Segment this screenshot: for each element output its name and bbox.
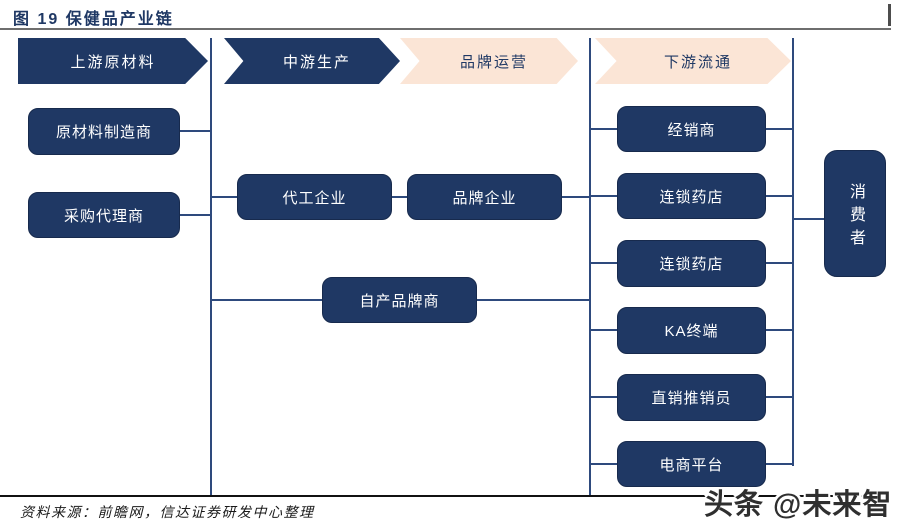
source-attribution: 资料来源：前瞻网，信达证券研发中心整理 [20,506,315,521]
node-brand-enterprise: 品牌企业 [407,174,562,220]
node-oem-enterprise: 代工企业 [237,174,392,220]
connector-ka-to-spine [765,329,793,331]
connector-spine-to-ecommerce [590,463,618,465]
connector-directsales-to-spine [765,396,793,398]
node-direct-sales-promoter: 直销推销员 [617,374,766,421]
connector-spine-to-consumer [793,218,824,220]
connector-spine-to-oem [211,196,238,198]
connector-proc-to-spine [180,214,211,216]
connector-spine-to-pharmacy2 [590,262,618,264]
title-underline [0,28,891,30]
connector-spine-to-ka [590,329,618,331]
connector-distributor-to-spine [765,128,793,130]
connector-spine-to-pharmacy1 [590,195,618,197]
node-self-produced-brand: 自产品牌商 [322,277,477,323]
stage-arrow-upstream: 上游原材料 [18,38,208,84]
node-chain-pharmacy-1: 连锁药店 [617,173,766,219]
page-edge-tick [888,4,891,26]
stage-arrow-midstream-production: 中游生产 [224,38,400,84]
footer-rule [0,495,880,497]
connector-oem-to-brand [391,196,408,198]
connector-pharmacy1-to-spine [765,195,793,197]
spine-line-middle [589,38,591,496]
connector-ecommerce-to-spine [765,463,793,465]
node-chain-pharmacy-2: 连锁药店 [617,240,766,287]
connector-spine-to-selfbrand [211,299,323,301]
figure-title: 图 19 保健品产业链 [13,11,174,28]
node-procurement-agent: 采购代理商 [28,192,180,238]
connector-raw-to-spine [180,130,211,132]
node-raw-material-manufacturer: 原材料制造商 [28,108,180,155]
node-ecommerce-platform: 电商平台 [617,441,766,487]
spine-line-left [210,38,212,496]
stage-arrow-downstream-circulation: 下游流通 [595,38,791,84]
node-distributor: 经销商 [617,106,766,152]
node-ka-terminal: KA终端 [617,307,766,354]
connector-spine-to-directsales [590,396,618,398]
node-consumer: 消费者 [824,150,886,277]
connector-selfbrand-to-spine [476,299,590,301]
connector-brand-to-spine [561,196,590,198]
spine-line-right [792,38,794,466]
stage-arrow-brand-operation: 品牌运营 [400,38,578,84]
connector-spine-to-distributor [590,128,618,130]
connector-pharmacy2-to-spine [765,262,793,264]
watermark-toutiao: 头条 @未来智库 [704,489,893,521]
